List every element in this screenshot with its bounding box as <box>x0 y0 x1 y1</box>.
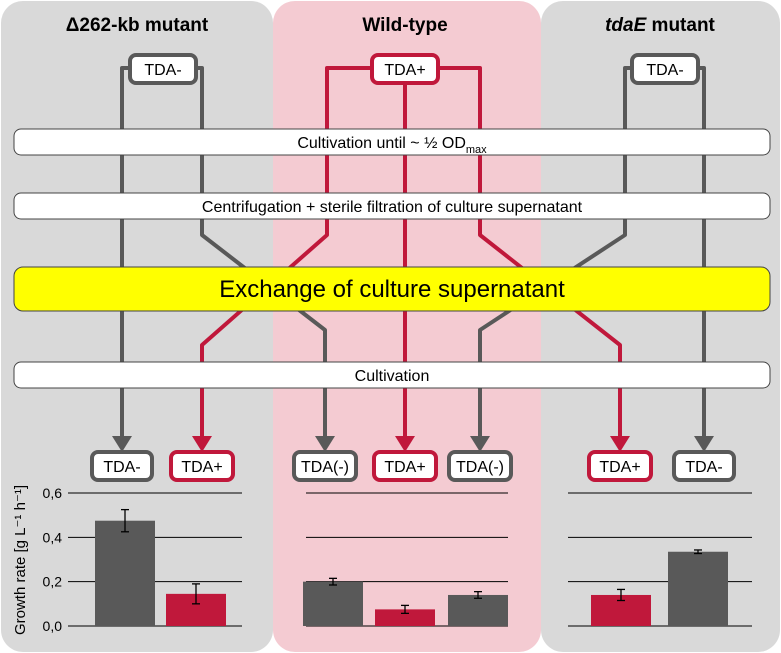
bottom-tag-7: TDA- <box>672 450 736 482</box>
svg-text:Cultivation: Cultivation <box>355 368 430 385</box>
arrowhead-4 <box>395 436 415 452</box>
svg-text:TDA-: TDA- <box>646 62 683 79</box>
bottom-tag-6: TDA+ <box>587 450 653 482</box>
arrowhead-3 <box>315 436 335 452</box>
error-bar-2-2 <box>401 604 409 615</box>
top-tag-tdae-mutant: TDA- <box>630 53 700 85</box>
panel-title-tdae-mutant: tdaE mutant <box>605 15 715 36</box>
svg-text:Exchange of culture supernatan: Exchange of culture supernatant <box>219 276 565 303</box>
error-bar-1-2 <box>192 583 200 605</box>
y-axis-label: Growth rate [g L⁻¹ h⁻¹] <box>12 485 29 635</box>
bottom-tag-2: TDA+ <box>169 450 235 482</box>
bottom-tag-4: TDA+ <box>372 450 438 482</box>
svg-text:TDA(-): TDA(-) <box>301 459 349 476</box>
step-centrifugation: Centrifugation + sterile filtration of c… <box>13 192 771 220</box>
svg-text:TDA+: TDA+ <box>599 459 640 476</box>
bottom-tag-1: TDA- <box>90 450 154 482</box>
svg-text:Cultivation until ~ ½ ODmax: Cultivation until ~ ½ ODmax <box>297 135 487 156</box>
svg-text:TDA+: TDA+ <box>384 62 425 79</box>
svg-text:TDA+: TDA+ <box>384 459 425 476</box>
svg-text:TDA+: TDA+ <box>181 459 222 476</box>
panel-bg-tdae-mutant <box>541 1 780 652</box>
bar-2-3 <box>448 594 508 626</box>
svg-text:TDA(-): TDA(-) <box>456 459 504 476</box>
bar-2-2 <box>375 609 435 626</box>
y-tick-label: 0,6 <box>43 485 63 501</box>
bar-2-1 <box>303 581 363 626</box>
arrowhead-5 <box>470 436 490 452</box>
svg-text:Centrifugation + sterile filtr: Centrifugation + sterile filtration of c… <box>202 199 583 216</box>
error-bar-1-1 <box>121 508 129 533</box>
arrowhead-6 <box>610 436 630 452</box>
bottom-tag-3: TDA(-) <box>292 450 358 482</box>
arrowhead-2 <box>192 436 212 452</box>
flow-line-left-a <box>120 66 130 440</box>
arrowhead-7 <box>694 436 714 452</box>
svg-text:TDA-: TDA- <box>103 459 140 476</box>
step-cultivation-half-od: Cultivation until ~ ½ ODmax <box>13 128 771 156</box>
bar-3-2 <box>668 551 728 626</box>
bar-1-1 <box>95 520 155 626</box>
y-tick-label: 0,0 <box>43 618 63 634</box>
y-tick-label: 0,2 <box>43 574 63 590</box>
error-bar-3-1 <box>617 588 625 602</box>
error-bar-3-2 <box>694 549 702 555</box>
step-cultivation: Cultivation <box>13 361 771 389</box>
top-tag-mutant-262: TDA- <box>128 53 198 85</box>
bottom-tag-5: TDA(-) <box>447 450 513 482</box>
panel-bg-mutant-262 <box>1 1 273 652</box>
step-exchange-supernatant: Exchange of culture supernatant <box>13 266 771 312</box>
y-tick-label: 0,4 <box>43 529 63 545</box>
error-bar-2-3 <box>474 590 482 599</box>
svg-text:TDA-: TDA- <box>685 459 722 476</box>
svg-text:TDA-: TDA- <box>144 62 181 79</box>
error-bar-2-1 <box>329 577 337 586</box>
arrowhead-1 <box>112 436 132 452</box>
panel-title-mutant-262: Δ262-kb mutant <box>66 15 209 36</box>
top-tag-wild-type: TDA+ <box>370 53 440 85</box>
panel-title-wild-type: Wild-type <box>362 15 447 36</box>
